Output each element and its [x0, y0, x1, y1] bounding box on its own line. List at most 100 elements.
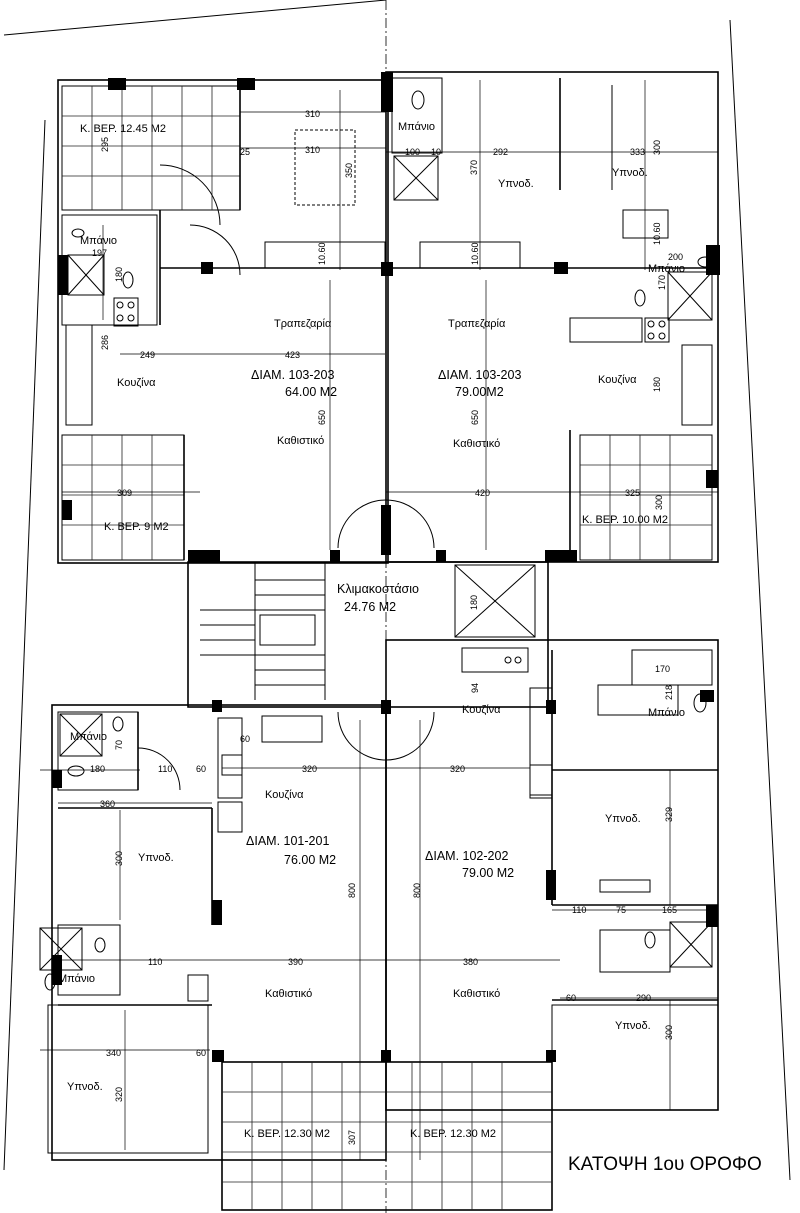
room-label-kitchen: Κουζίνα [265, 789, 304, 801]
dimension-label: 200 [668, 252, 683, 262]
dimension-label: 60 [196, 1048, 206, 1058]
room-label-bedroom: Υπνοδ. [67, 1081, 103, 1093]
veranda-top-left [61, 85, 241, 211]
dimension-label: 180 [469, 595, 479, 610]
site-boundary-left [3, 119, 46, 1171]
site-boundary [3, 0, 387, 36]
apartment-name-top-left: ΔΙΑΜ. 103-203 [251, 368, 334, 382]
dimension-label: 10.60 [470, 242, 480, 265]
structural-columns [52, 72, 720, 1062]
dimension-label: 60 [196, 764, 206, 774]
room-label-bath: Μπάνιο [648, 263, 685, 275]
dimension-label: 180 [90, 764, 105, 774]
dimension-label: 60 [240, 734, 250, 744]
dimension-label: 180 [652, 377, 662, 392]
room-label-dining: Τραπεζαρία [274, 318, 332, 330]
room-label-kitchen: Κουζίνα [598, 374, 637, 386]
apartment-area-top-right: 79.00M2 [455, 385, 504, 399]
dimension-label: 340 [106, 1048, 121, 1058]
dimension-label: 165 [662, 905, 677, 915]
veranda-label-left-middle: Κ. ΒΕΡ. 9 M2 [104, 521, 169, 533]
dimension-label: 94 [470, 683, 480, 693]
dimension-label: 420 [475, 488, 490, 498]
dimension-label: 295 [100, 137, 110, 152]
dimension-label: 350 [344, 163, 354, 178]
dimension-label: 292 [493, 147, 508, 157]
room-label-bath: Μπάνιο [70, 731, 107, 743]
room-label-kitchen: Κουζίνα [462, 704, 501, 716]
outer-wall-top-left [57, 79, 389, 564]
veranda-label-right-middle: Κ. ΒΕΡ. 10.00 M2 [582, 514, 668, 526]
dimension-label: 800 [412, 883, 422, 898]
dimension-label: 110 [572, 905, 586, 915]
veranda-left-middle [61, 434, 185, 561]
dimension-label: 380 [463, 957, 478, 967]
dimension-label: 75 [616, 905, 626, 915]
dimension-label: 197 [92, 248, 107, 258]
dimension-label: 333 [630, 147, 645, 157]
stairwell-area: 24.76 M2 [344, 600, 396, 614]
dimension-label: 290 [636, 993, 651, 1003]
dimension-label: 286 [100, 335, 110, 350]
dimension-label: 390 [288, 957, 303, 967]
dimension-label: 329 [664, 807, 674, 822]
room-label-bedroom: Υπνοδ. [138, 852, 174, 864]
bath-top-left [61, 214, 158, 326]
room-label-bath: Μπάνιο [398, 121, 435, 133]
dimension-label: 300 [114, 851, 124, 866]
dimension-label: 300 [652, 140, 662, 155]
kitchen-counter-top-left [65, 297, 139, 426]
dimension-label: 170 [655, 664, 670, 674]
room-label-bath: Μπάνιο [58, 973, 95, 985]
apartment-name-bottom-right: ΔΙΑΜ. 102-202 [425, 849, 508, 863]
dimension-label: 307 [347, 1130, 357, 1145]
dimension-label: 25 [240, 147, 250, 157]
room-label-living: Καθιστικό [453, 438, 500, 450]
room-label-bedroom: Υπνοδ. [605, 813, 641, 825]
dimension-label: 320 [114, 1087, 124, 1102]
drawing-title: ΚΑΤΟΨΗ 1ου ΟΡΟΦΟ [568, 1154, 762, 1175]
kitchen-counter-bottom-right [461, 647, 553, 799]
kitchen-counter-top-right [569, 317, 713, 426]
dimension-label: 320 [302, 764, 317, 774]
dimension-label: 309 [117, 488, 132, 498]
dimension-label: 325 [625, 488, 640, 498]
veranda-label-top-left: Κ. ΒΕΡ. 12.45 M2 [80, 123, 166, 135]
dimension-label: 170 [657, 275, 667, 290]
dimension-label: 60 [566, 993, 576, 1003]
kitchen-counter-bottom-left [217, 715, 323, 833]
dimension-label: 650 [317, 410, 327, 425]
dimension-label: 300 [654, 495, 664, 510]
dimension-label: 310 [305, 109, 320, 119]
stairwell-label: Κλιμακοστάσιο [337, 582, 419, 596]
dimension-label: 70 [114, 740, 124, 750]
dimension-label: 249 [140, 350, 155, 360]
dimension-label: 800 [347, 883, 357, 898]
dimension-label: 370 [469, 160, 479, 175]
bath-top-right [391, 77, 443, 201]
apartment-area-bottom-left: 76.00 M2 [284, 853, 336, 867]
bath-right-upper [634, 256, 713, 321]
room-label-living: Καθιστικό [277, 435, 324, 447]
dimension-label: 218 [664, 685, 674, 700]
stair-core [187, 561, 549, 708]
apartment-name-bottom-left: ΔΙΑΜ. 101-201 [246, 834, 329, 848]
dimension-label: 360 [100, 799, 115, 809]
dimension-label: 650 [470, 410, 480, 425]
bath-bottom-left-upper [57, 711, 139, 791]
dimension-label: 10.60 [317, 242, 327, 265]
dimension-labels: 310 310 350 370 292 333 300 295 100 10 2… [90, 109, 683, 1145]
dimension-label: 320 [450, 764, 465, 774]
apartment-area-top-left: 64.00 M2 [285, 385, 337, 399]
apartment-area-bottom-right: 79.00 M2 [462, 866, 514, 880]
room-label-bedroom: Υπνοδ. [498, 178, 534, 190]
room-label-bedroom: Υπνοδ. [612, 167, 648, 179]
room-label-dining: Τραπεζαρία [448, 318, 506, 330]
veranda-right-middle [579, 434, 713, 561]
veranda-label-bottom-right: Κ. ΒΕΡ. 12.30 M2 [410, 1128, 496, 1140]
room-label-bedroom: Υπνοδ. [615, 1020, 651, 1032]
room-label-bath: Μπάνιο [648, 707, 685, 719]
dimension-label: 423 [285, 350, 300, 360]
dimension-label: 10 [431, 147, 441, 157]
